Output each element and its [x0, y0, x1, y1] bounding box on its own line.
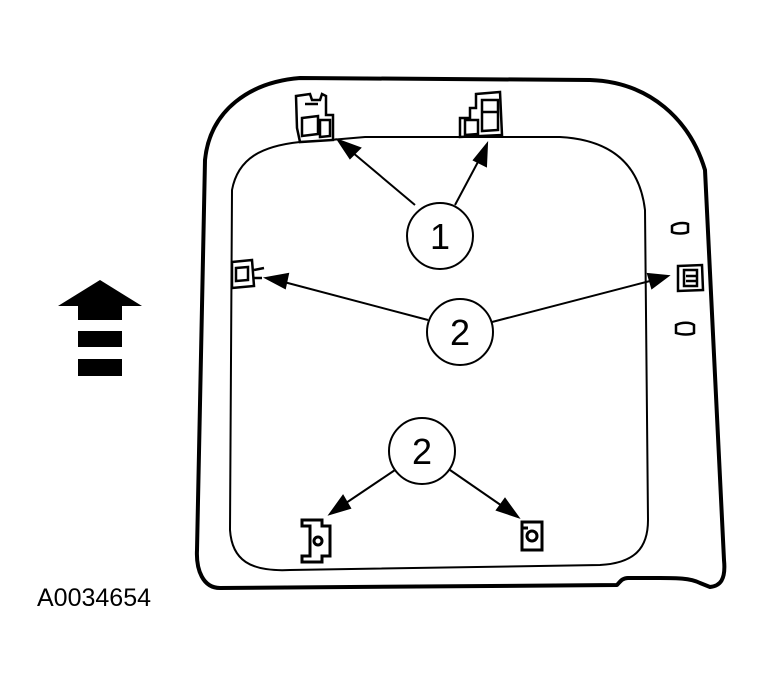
lower-left-retaining-clip	[300, 518, 332, 564]
left-side-retaining-clip	[230, 258, 265, 290]
mirror-backing-plate	[228, 136, 650, 572]
callout-1-leaders	[335, 138, 489, 206]
callout-2-lower: 2	[388, 417, 456, 485]
upper-left-mounting-tab	[294, 92, 335, 144]
callout-2-lower-label: 2	[412, 431, 432, 472]
callout-2-side-leaders	[262, 272, 671, 323]
callout-1-label: 1	[430, 216, 450, 257]
up-arrow-icon	[58, 280, 142, 376]
callout-2-side-label: 2	[450, 312, 470, 353]
upper-right-mounting-tab	[458, 90, 504, 139]
right-side-retaining-clip	[676, 263, 705, 293]
lower-right-notch	[674, 321, 696, 336]
upper-right-notch	[670, 221, 690, 235]
callout-2-lower-leaders	[327, 469, 521, 519]
lower-right-retaining-clip	[520, 520, 544, 552]
mirror-housing-outline	[194, 76, 727, 590]
figure-id: A0034654	[37, 584, 151, 612]
callout-2-side: 2	[426, 298, 494, 366]
callout-1: 1	[406, 202, 474, 270]
